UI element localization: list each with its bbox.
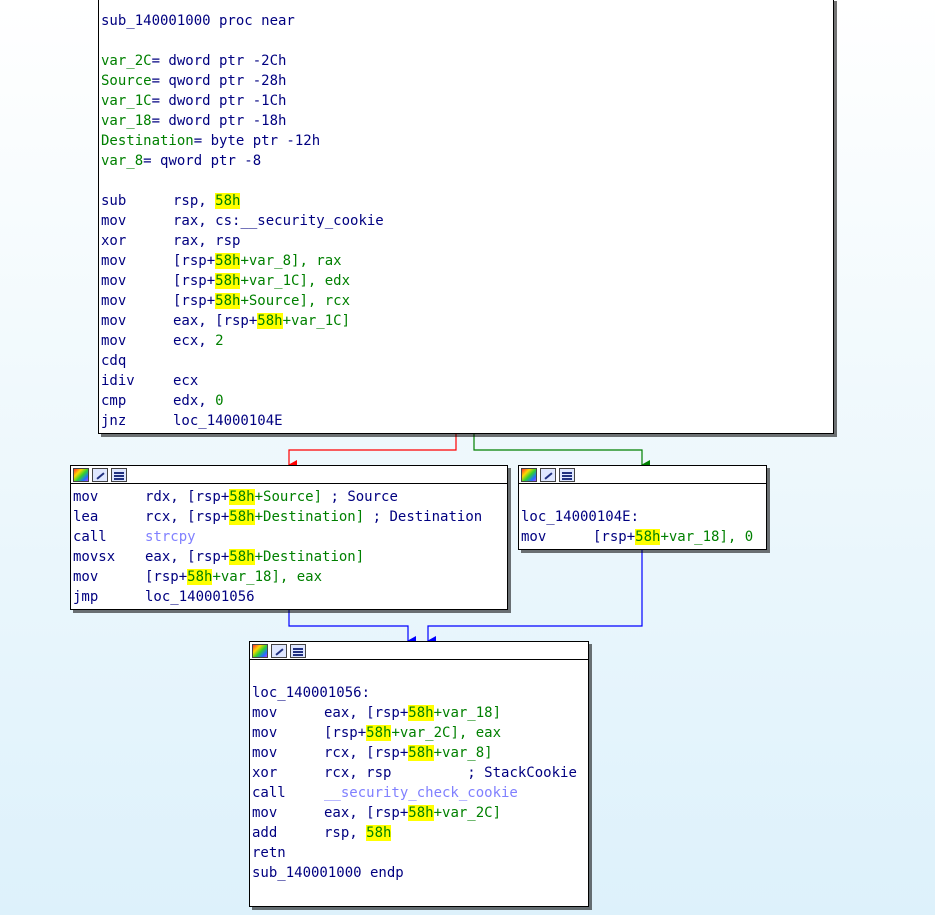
instruction-line: mov[rsp+58h+var_2C], eax [252, 725, 502, 741]
rename-icon[interactable] [92, 467, 108, 482]
rename-icon[interactable] [540, 467, 556, 482]
node-loc-14000104E[interactable]: loc_14000104E: mov[rsp+58h+var_18], 0 [518, 465, 767, 550]
node-toolbar [519, 466, 766, 484]
var-line: var_18= dword ptr -18h [101, 113, 287, 129]
var-line: var_2C= dword ptr -2Ch [101, 53, 287, 69]
endp-line: sub_140001000 endp [252, 865, 404, 881]
instruction-line: mov[rsp+58h+var_18], 0 [521, 529, 754, 545]
edge-node2-to-node4 [288, 609, 416, 646]
edge-false-branch [288, 434, 457, 470]
proc-line: sub_140001000 proc near [101, 13, 295, 29]
instruction-line: mov[rsp+58h+var_1C], edx [101, 273, 351, 289]
instruction-line: cdq [101, 353, 127, 369]
edge-true-branch [473, 434, 650, 470]
node-toolbar [250, 642, 588, 660]
blank-line [101, 31, 833, 51]
blank-line [101, 171, 833, 191]
node-toolbar [71, 466, 507, 484]
rename-icon[interactable] [271, 643, 287, 658]
graph-overview-icon[interactable] [111, 467, 127, 482]
color-palette-icon[interactable] [252, 643, 268, 658]
instruction-line: mov[rsp+58h+Source], rcx [101, 293, 351, 309]
instruction-line: retn [252, 845, 286, 861]
node-entry-block[interactable]: sub_140001000 proc near var_2C= dword pt… [98, 0, 834, 434]
location-label: loc_14000104E: [521, 509, 640, 525]
graph-overview-icon[interactable] [290, 643, 306, 658]
edge-node3-to-node4 [427, 549, 643, 646]
var-line: var_1C= dword ptr -1Ch [101, 93, 287, 109]
var-line: Source= qword ptr -28h [101, 73, 287, 89]
var-line: Destination= byte ptr -12h [101, 133, 321, 149]
instruction-line: mov[rsp+58h+var_18], eax [73, 569, 323, 585]
color-palette-icon[interactable] [73, 467, 89, 482]
instruction-line: mov[rsp+58h+var_8], rax [101, 253, 342, 269]
var-line: var_8= qword ptr -8 [101, 153, 262, 169]
graph-overview-icon[interactable] [559, 467, 575, 482]
color-palette-icon[interactable] [521, 467, 537, 482]
location-label: loc_140001056: [252, 685, 371, 701]
instruction-line: call__security_check_cookie [252, 785, 518, 801]
